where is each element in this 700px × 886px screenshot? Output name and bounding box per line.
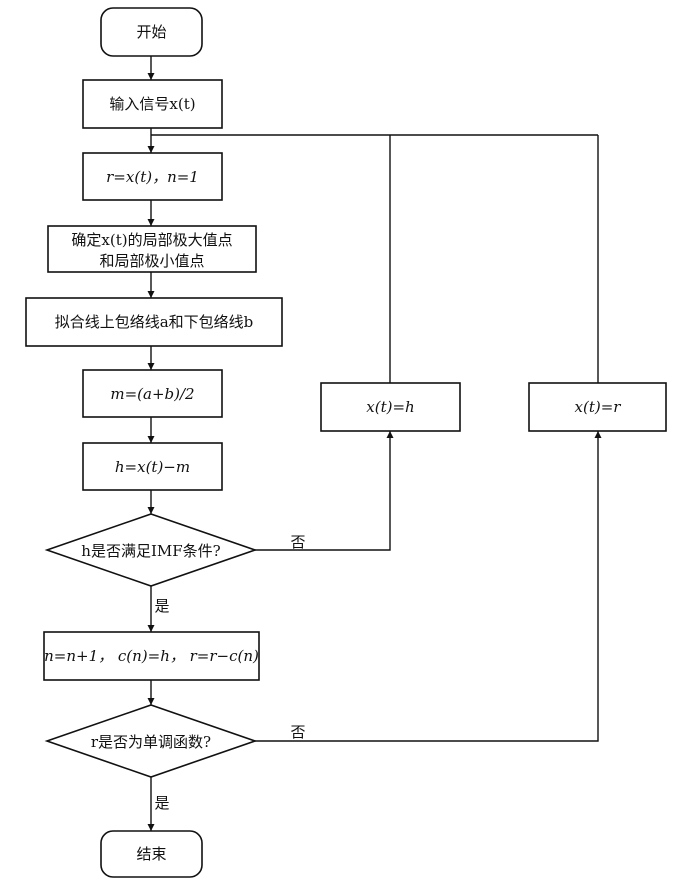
- edges: [147, 56, 602, 831]
- node-imf-check: h是否满足IMF条件?: [44, 513, 258, 587]
- node-init-label: r=x(t)，n=1: [106, 168, 199, 186]
- node-envelope: 拟合线上包络线a和下包络线b: [25, 297, 283, 347]
- node-start-label: 开始: [136, 23, 166, 41]
- node-input: 输入信号x(t): [82, 79, 223, 129]
- edge-mono-check-no: [255, 431, 602, 742]
- node-imf-check-label: h是否满足IMF条件?: [81, 542, 220, 560]
- node-set-h: x(t)=h: [320, 382, 461, 432]
- node-envelope-label: 拟合线上包络线a和下包络线b: [55, 313, 254, 331]
- edge-label-mono-no: 否: [290, 723, 305, 741]
- node-start: 开始: [100, 7, 203, 57]
- node-set-r: x(t)=r: [528, 382, 667, 432]
- node-extrema: 确定x(t)的局部极大值点 和局部极小值点: [47, 225, 257, 273]
- node-extrema-line-1: 确定x(t)的局部极大值点: [71, 231, 232, 249]
- node-init: r=x(t)，n=1: [82, 152, 223, 201]
- edge-label-imf-no: 否: [290, 533, 305, 551]
- edge-label-mono-yes: 是: [154, 794, 169, 812]
- node-end: 结束: [100, 830, 203, 878]
- node-update: n=n+1， c(n)=h， r=r−c(n): [43, 631, 260, 681]
- node-diff: h=x(t)−m: [82, 442, 223, 491]
- node-diff-label: h=x(t)−m: [115, 458, 190, 476]
- node-end-label: 结束: [136, 845, 166, 863]
- node-set-h-label: x(t)=h: [366, 398, 414, 416]
- node-mono-check: r是否为单调函数?: [44, 704, 258, 778]
- edge-label-imf-yes: 是: [154, 597, 169, 615]
- node-mean-label: m=(a+b)/2: [110, 385, 194, 403]
- node-set-r-label: x(t)=r: [575, 398, 622, 416]
- edge-imf-check-no: [255, 431, 394, 551]
- node-extrema-line-2: 和局部极小值点: [99, 252, 204, 270]
- node-input-label: 输入信号x(t): [109, 95, 195, 113]
- node-update-label: n=n+1， c(n)=h， r=r−c(n): [44, 647, 259, 665]
- node-mono-check-label: r是否为单调函数?: [91, 733, 211, 751]
- node-mean: m=(a+b)/2: [82, 369, 223, 418]
